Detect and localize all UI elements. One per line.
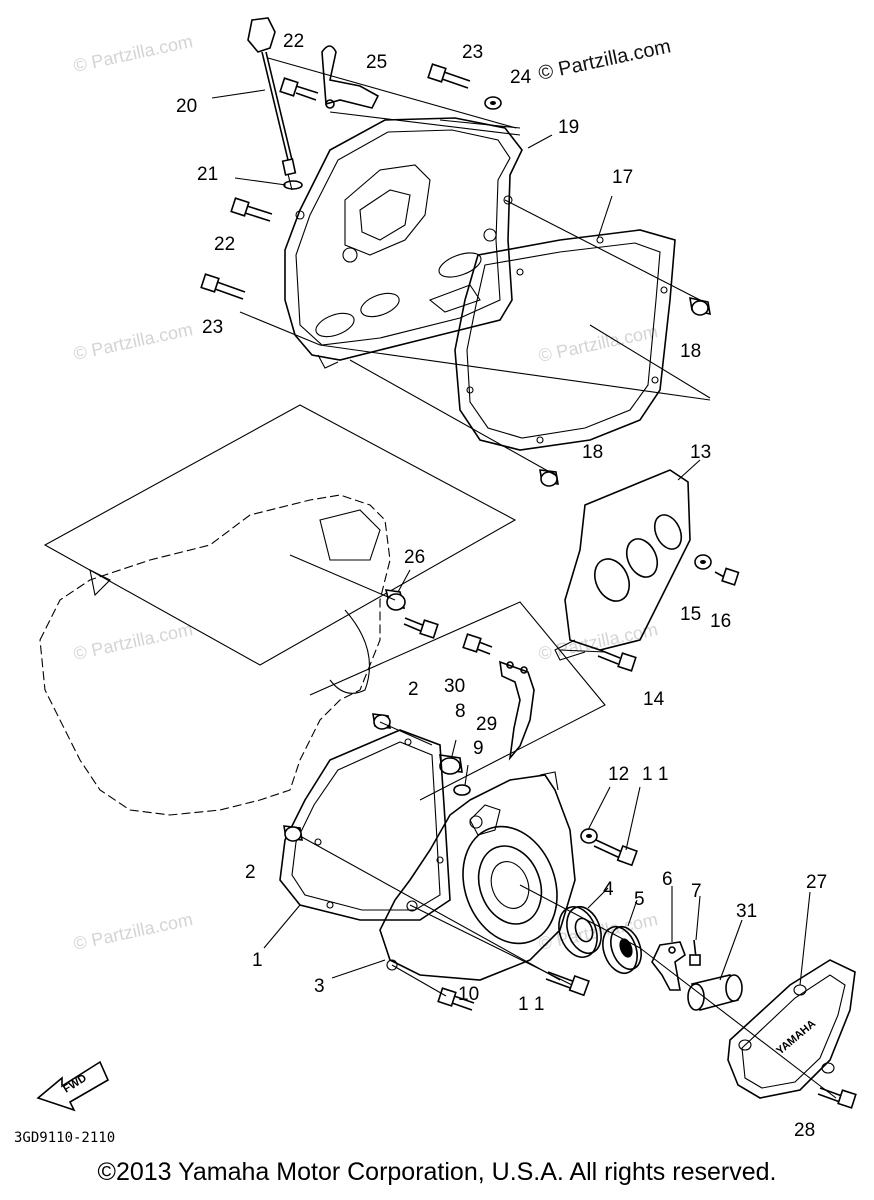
washer-12 [580, 828, 598, 844]
bolt-22-left [230, 197, 273, 222]
part-label-11: 1 1 [642, 764, 668, 785]
crankcase-cover-3 [379, 771, 576, 981]
o-ring-21 [283, 180, 303, 190]
cover-brand: YAMAHA [774, 1018, 818, 1058]
part-label-7: 7 [691, 881, 702, 902]
fwd-label: FWD [61, 1072, 89, 1095]
clip-25 [321, 45, 380, 109]
bolt-11-lower [545, 971, 590, 997]
part-label-2: 2 [245, 862, 256, 883]
dowel-26 [384, 589, 406, 611]
dowel-18-top [689, 296, 711, 316]
leader-lines-lower [263, 721, 837, 1099]
part-label-5: 5 [634, 889, 645, 910]
part-label-26: 26 [404, 547, 425, 568]
part-label-21: 21 [197, 164, 218, 185]
bolt-14 [597, 649, 637, 672]
part-label-16: 16 [710, 611, 731, 632]
plug-8 [439, 754, 463, 775]
part-label-23: 23 [462, 42, 483, 63]
watermark: © Partzilla.com [537, 619, 660, 664]
part-label-10: 10 [458, 984, 479, 1005]
bolt-10 [437, 987, 475, 1011]
part-label-29: 29 [476, 714, 497, 735]
watermark: © Partzilla.com [72, 31, 195, 76]
part-label-27: 27 [806, 872, 827, 893]
watermark: © Partzilla.com [537, 321, 660, 366]
bolt-28 [817, 1087, 857, 1109]
part-label-2: 2 [408, 679, 419, 700]
part-label-15: 15 [680, 604, 701, 625]
bolt-30 [462, 633, 493, 655]
part-label-12: 12 [608, 764, 629, 785]
part-label-31: 31 [736, 901, 757, 922]
clutch-cover-19 [284, 117, 523, 369]
part-labels: 22 25 23 24 20 19 21 17 22 23 18 18 13 2… [176, 31, 827, 1141]
part-label-22: 22 [214, 234, 235, 255]
part-label-23: 23 [202, 317, 223, 338]
leader-14 [559, 649, 606, 653]
part-label-18: 18 [582, 442, 603, 463]
dowel-18-bottom [539, 469, 559, 487]
screw-7 [689, 939, 701, 966]
gasket-17 [454, 229, 676, 451]
part-label-1: 1 [252, 950, 263, 971]
part-label-9: 9 [473, 738, 484, 759]
copyright-notice: ©2013 Yamaha Motor Corporation, U.S.A. A… [97, 1158, 777, 1186]
bearing-4 [558, 905, 602, 958]
watermarks: © Partzilla.com © Partzilla.com © Partzi… [72, 31, 673, 954]
bolt-22-top [279, 77, 319, 101]
oil-seal-5 [602, 925, 642, 975]
dowel-2-upper [372, 713, 391, 730]
crankcase-outline [39, 494, 391, 816]
part-label-14: 14 [643, 689, 665, 710]
part-label-19: 19 [558, 117, 579, 138]
watermark: © Partzilla.com [72, 319, 195, 364]
washer-15 [694, 554, 712, 570]
clip-29 [499, 660, 535, 761]
bolt-23-top [427, 63, 471, 89]
bolt-26-side [403, 617, 439, 639]
plate-6 [651, 941, 686, 991]
bolt-11-right [593, 839, 638, 867]
leader-26b [397, 569, 411, 593]
collar-31 [687, 974, 743, 1011]
part-label-6: 6 [662, 869, 673, 890]
bolt-16 [714, 567, 740, 586]
part-label-30: 30 [444, 676, 465, 697]
plane-lines [43, 404, 606, 801]
part-label-24: 24 [510, 67, 532, 88]
part-label-20: 20 [176, 96, 197, 117]
diagram-code: 3GD9110-2110 [14, 1130, 115, 1146]
dipstick-20 [247, 17, 297, 191]
watermark: © Partzilla.com [72, 909, 195, 954]
gasket-1 [279, 729, 451, 921]
part-label-8: 8 [455, 701, 466, 722]
part-label-4: 4 [603, 879, 614, 900]
cover-13 [554, 459, 701, 661]
leader-26 [289, 554, 396, 601]
bolt-23-left [200, 273, 246, 300]
part-label-3: 3 [314, 976, 325, 997]
fwd-arrow: FWD [36, 1060, 110, 1112]
part-label-17: 17 [612, 167, 633, 188]
part-label-11: 1 1 [518, 994, 544, 1015]
partzilla-watermark: © Partzilla.com [536, 35, 672, 85]
o-ring-9 [453, 784, 471, 796]
dowel-2-lower [283, 825, 303, 842]
part-label-22: 22 [283, 31, 304, 52]
washer-24 [484, 96, 502, 110]
cover-27: YAMAHA [727, 959, 856, 1099]
leader-lines-top [211, 57, 711, 476]
part-label-18: 18 [680, 341, 701, 362]
part-label-13: 13 [690, 442, 711, 463]
watermark: © Partzilla.com [72, 619, 195, 664]
part-label-25: 25 [366, 52, 387, 73]
part-label-28: 28 [794, 1120, 815, 1141]
